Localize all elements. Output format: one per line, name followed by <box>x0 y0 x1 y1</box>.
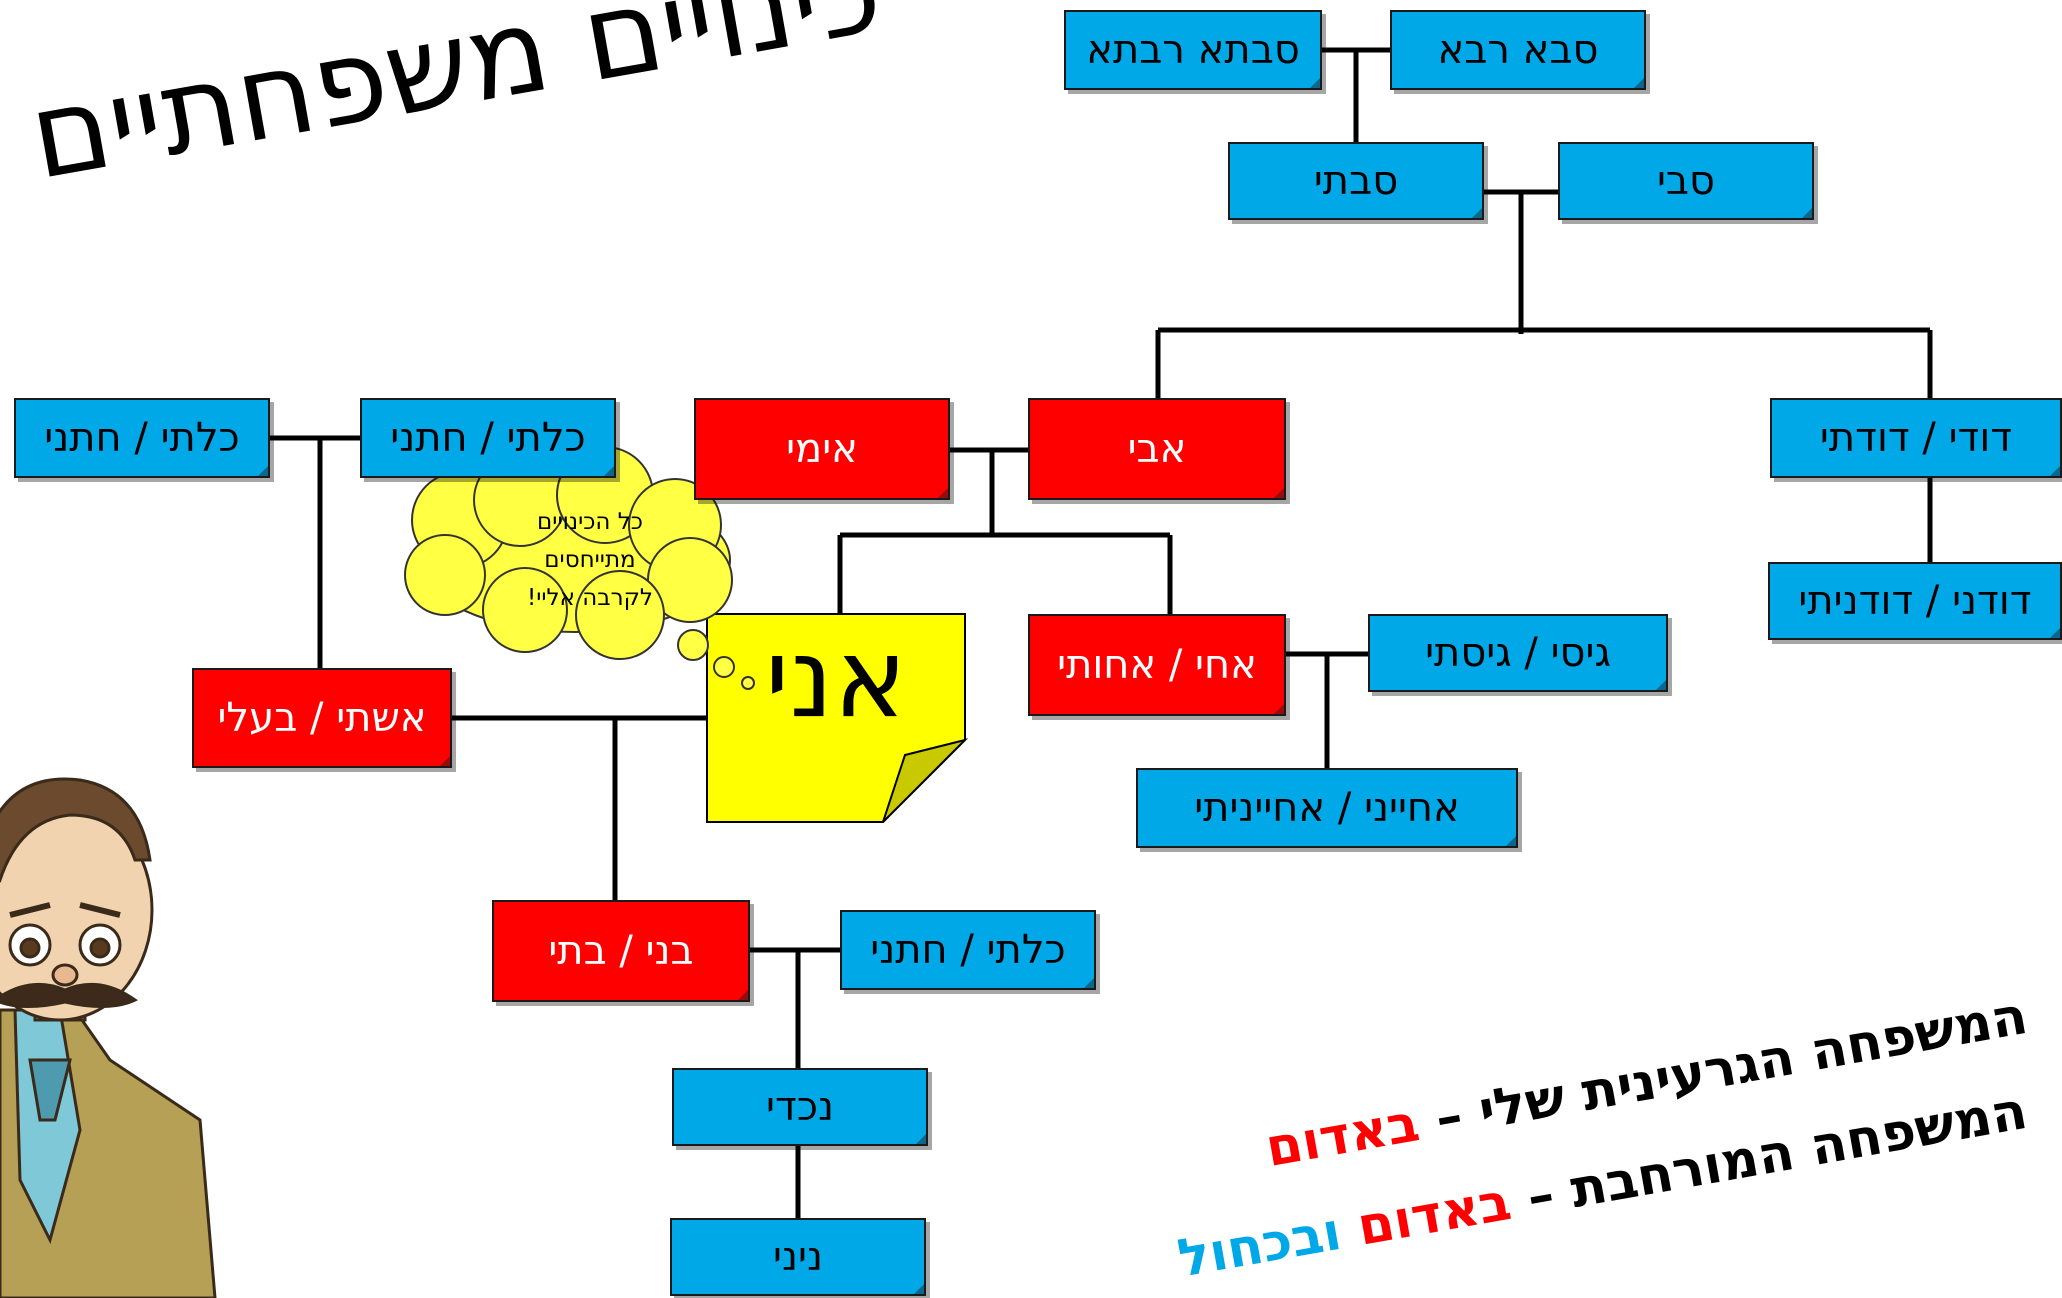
cousin-box: דודני / דודניתי <box>1768 562 2062 640</box>
son-daughter-box: בני / בתי <box>492 900 750 1002</box>
me-label: אני <box>764 614 908 742</box>
great-grandfather-box: סבא רבא <box>1390 10 1646 90</box>
great-grandmother-box: סבתא רבתא <box>1064 10 1322 90</box>
child-in-law-box: כלתי / חתני <box>840 910 1096 990</box>
grandfather-box: סבי <box>1558 142 1814 220</box>
mother-box: אימי <box>694 398 950 500</box>
grandmother-box: סבתי <box>1228 142 1484 220</box>
in-law-mid-box: כלתי / חתני <box>360 398 616 478</box>
grandpa-illustration <box>0 777 217 1298</box>
nephew-niece-box: אחייני / אחייניתי <box>1136 768 1518 848</box>
brother-sister-box: אחי / אחותי <box>1028 614 1286 716</box>
father-box: אבי <box>1028 398 1286 500</box>
spouse-box: אשתי / בעלי <box>192 668 452 768</box>
uncle-aunt-box: דודי / דודתי <box>1770 398 2062 478</box>
great-grandchild-box: ניני <box>670 1218 926 1296</box>
in-law-left-box: כלתי / חתני <box>14 398 270 478</box>
sibling-in-law-box: גיסי / גיסתי <box>1368 614 1668 692</box>
grandchild-box: נכדי <box>672 1068 928 1146</box>
thought-bubble-text: כל הכינויים מתייחסים לקרבה אליי! <box>527 509 653 611</box>
